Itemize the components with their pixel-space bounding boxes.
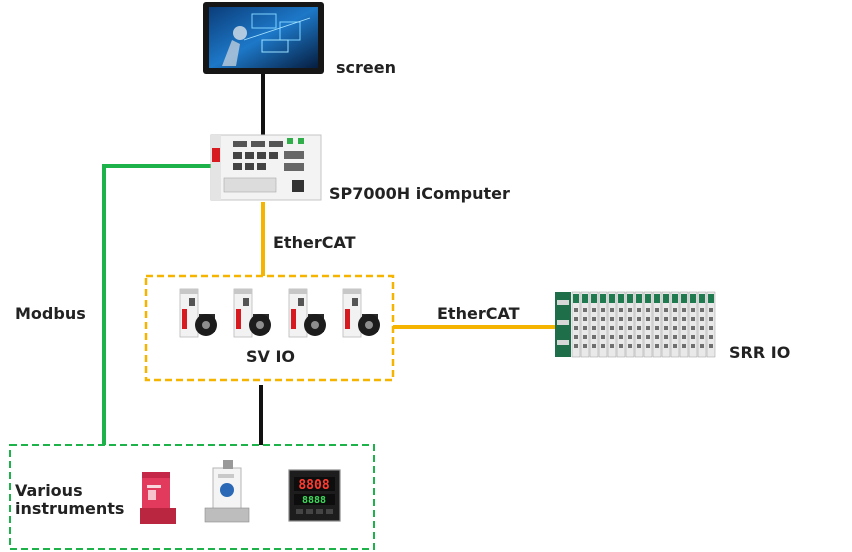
io-module-slice xyxy=(589,291,599,358)
servo-drives xyxy=(179,288,380,338)
io-module-slice xyxy=(679,291,689,358)
servo-drive-motor-icon xyxy=(342,288,380,338)
io-module-slice xyxy=(571,291,581,358)
io-module-rack-icon xyxy=(555,291,716,358)
srr-io-label: SRR IO xyxy=(729,343,790,362)
io-module-slice xyxy=(706,291,716,358)
industrial-computer-icon xyxy=(210,134,322,201)
servo-drive-motor-icon xyxy=(179,288,217,338)
temp-sv-readout: 8888 xyxy=(302,495,326,506)
flow-meter-icon xyxy=(204,460,250,523)
servo-drive-motor-icon xyxy=(233,288,271,338)
io-module-slice xyxy=(688,291,698,358)
io-module-slice xyxy=(616,291,626,358)
instruments-label-line2: instruments xyxy=(15,499,124,518)
computer-label: SP7000H iComputer xyxy=(329,184,510,203)
ethercat-label-horizontal: EtherCAT xyxy=(437,304,520,323)
modbus-label: Modbus xyxy=(15,304,86,323)
modbus-link xyxy=(102,164,211,445)
io-module-slice xyxy=(670,291,680,358)
io-module-slice xyxy=(697,291,707,358)
io-module-slice xyxy=(634,291,644,358)
screen-label: screen xyxy=(336,58,396,77)
io-module-slice xyxy=(580,291,590,358)
ethercat-label-vertical: EtherCAT xyxy=(273,233,356,252)
io-module-slice xyxy=(652,291,662,358)
touch-screen-icon xyxy=(203,2,324,74)
sv-io-label: SV IO xyxy=(246,347,295,366)
instruments-label-line1: Various xyxy=(15,481,83,500)
temperature-controller-icon: 8808 8888 xyxy=(288,469,341,522)
io-module-slice xyxy=(598,291,608,358)
temp-pv-readout: 8808 xyxy=(298,478,329,493)
io-module-slice xyxy=(607,291,617,358)
io-module-slice xyxy=(625,291,635,358)
io-module-slice xyxy=(643,291,653,358)
io-module-slice xyxy=(661,291,671,358)
servo-drive-motor-icon xyxy=(288,288,326,338)
instruments-group xyxy=(9,444,375,550)
mass-flow-controller-icon xyxy=(140,472,176,524)
sv-io-group xyxy=(144,274,395,382)
